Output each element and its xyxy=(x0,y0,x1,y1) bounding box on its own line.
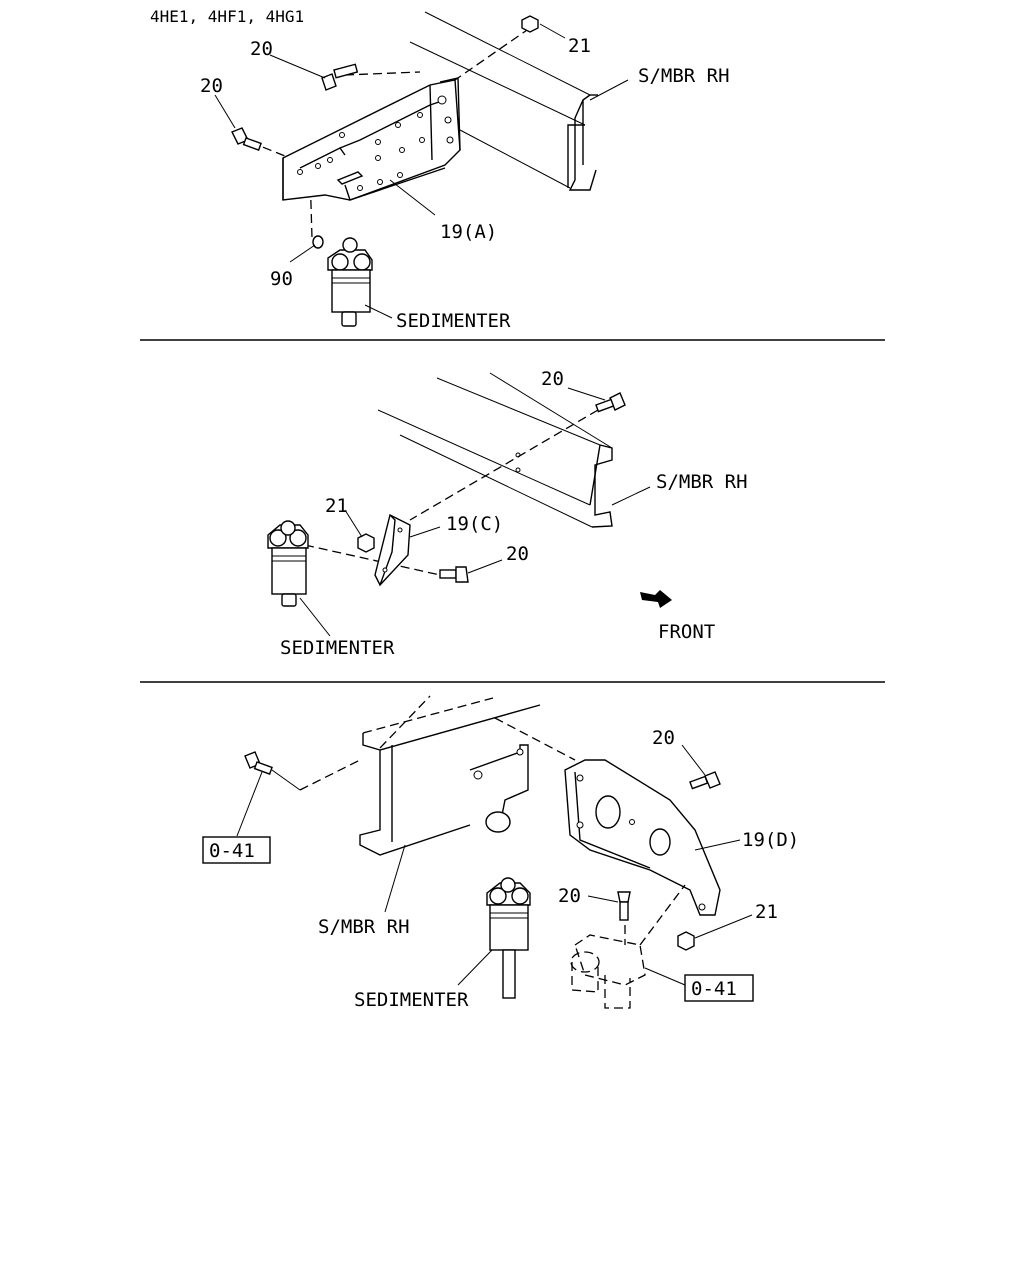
bracket-19c xyxy=(374,513,411,587)
label-bolt-20-top-d: 20 xyxy=(652,727,675,749)
label-bolt-20-left-a: 20 xyxy=(200,75,223,97)
label-bolt-20-top-a: 20 xyxy=(250,38,273,60)
twin-filter-d xyxy=(570,925,646,1009)
side-member-channel-c xyxy=(377,372,613,528)
label-side-member-d: S/MBR RH xyxy=(318,916,410,938)
engine-models-header: 4HE1, 4HF1, 4HG1 xyxy=(150,7,304,26)
label-nut-21-c: 21 xyxy=(325,495,348,517)
bolt-left-d xyxy=(244,751,273,775)
bolt-20-left-a xyxy=(231,127,262,151)
panel-c: 20 S/MBR RH 21 19(C) 20 SEDIMENTER FRONT xyxy=(267,368,748,659)
nut-21-d xyxy=(677,931,695,951)
bolt-20-top-d xyxy=(689,771,721,790)
label-ref-0-41-left[interactable]: 0-41 xyxy=(209,840,255,862)
ref-box-0-41-left[interactable] xyxy=(202,836,271,864)
label-bolt-20-lower-d: 20 xyxy=(558,885,581,907)
bolt-20-top-c xyxy=(595,392,626,413)
label-sedimenter-a: SEDIMENTER xyxy=(396,310,511,332)
side-member-channel-a xyxy=(409,11,598,191)
nut-21-a xyxy=(521,15,539,33)
bolt-20-lower-d xyxy=(617,891,631,921)
sedimenter-a xyxy=(327,237,373,327)
label-nut-21-d: 21 xyxy=(755,901,778,923)
sedimenter-c xyxy=(267,520,309,607)
bolt-20-side-c xyxy=(439,566,469,583)
nut-21-c xyxy=(357,533,375,553)
label-bracket-19a: 19(A) xyxy=(440,221,497,243)
panel-d: 20 19(D) 0-41 S/MBR RH 20 21 0-41 SEDIME… xyxy=(202,695,799,1011)
label-sedimenter-c: SEDIMENTER xyxy=(280,637,395,659)
label-side-member-c: S/MBR RH xyxy=(656,471,748,493)
label-front-c: FRONT xyxy=(658,621,715,643)
label-bracket-19c: 19(C) xyxy=(446,513,503,535)
ref-box-0-41-right[interactable] xyxy=(684,974,754,1002)
label-side-member-a: S/MBR RH xyxy=(638,65,730,87)
sedimenter-d xyxy=(486,877,531,999)
label-bolt-20-top-c: 20 xyxy=(541,368,564,390)
label-bracket-19d: 19(D) xyxy=(742,829,799,851)
label-sedimenter-d: SEDIMENTER xyxy=(354,989,469,1011)
bracket-19a xyxy=(282,77,461,201)
label-nut-21-a: 21 xyxy=(568,35,591,57)
washer-90-a xyxy=(312,235,324,249)
side-member-channel-d xyxy=(359,695,541,856)
label-washer-90-a: 90 xyxy=(270,268,293,290)
bracket-19d xyxy=(564,759,721,916)
label-bolt-20-side-c: 20 xyxy=(506,543,529,565)
panel-a: 20 20 21 S/MBR RH 19(A) 90 SEDIMENTER xyxy=(200,11,730,332)
front-arrow-icon xyxy=(640,590,672,608)
bolt-20-top-a xyxy=(321,63,359,91)
label-ref-0-41-right[interactable]: 0-41 xyxy=(691,978,737,1000)
